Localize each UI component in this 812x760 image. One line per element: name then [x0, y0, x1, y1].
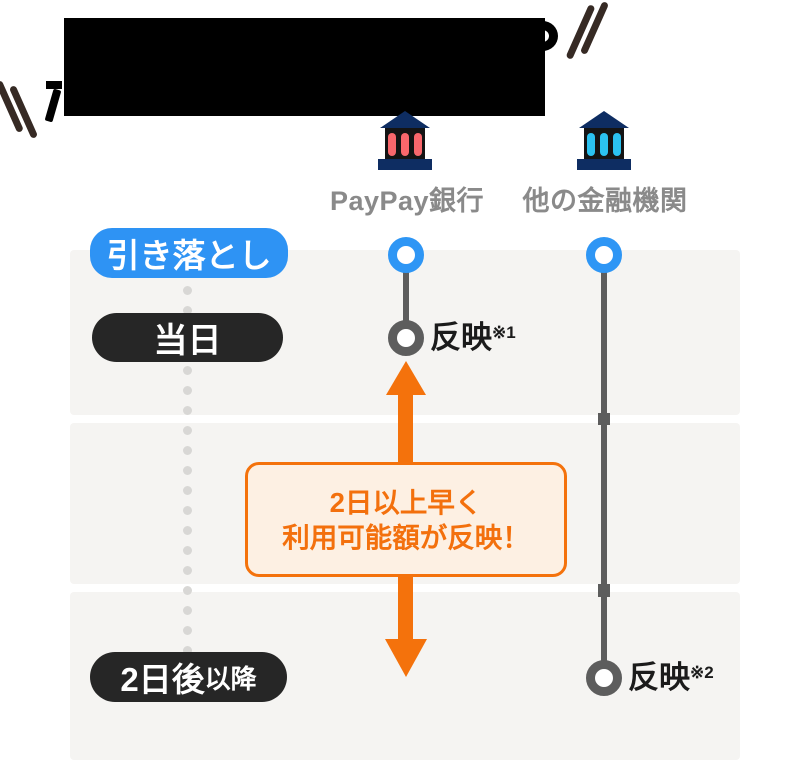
arrow-up-icon — [386, 361, 426, 395]
paypay-debit-node — [388, 237, 424, 273]
guide-dot — [183, 586, 192, 595]
bank-body — [385, 128, 425, 159]
two-days-later-main: 2日後 — [120, 661, 205, 698]
dotted-timeline-guide — [183, 286, 192, 656]
other-bank-icon — [577, 110, 631, 170]
reflect-footnote: ※2 — [690, 663, 714, 682]
two-days-later-pill: 2日後以降 — [90, 652, 287, 702]
other-bank-label: 他の金融機関 — [522, 186, 688, 216]
paypay-reflect-node — [388, 320, 424, 356]
callout-line1: 2日以上早く — [329, 486, 483, 518]
paypay-bank-label: PayPay銀行 — [329, 186, 485, 216]
other-reflect-label: 反映 ※2 — [628, 660, 714, 695]
other-debit-node — [586, 237, 622, 273]
reflect-footnote: ※1 — [492, 323, 516, 342]
arrow-shaft — [398, 394, 413, 464]
title-redaction-block — [64, 18, 545, 116]
guide-dot — [183, 286, 192, 295]
paypay-bank-icon — [378, 110, 432, 170]
bank-base — [577, 159, 631, 170]
bank-column — [388, 133, 396, 156]
guide-dot — [183, 466, 192, 475]
bank-body — [584, 128, 624, 159]
bank-column — [600, 133, 608, 156]
guide-dot — [183, 366, 192, 375]
guide-dot — [183, 386, 192, 395]
guide-dot — [183, 546, 192, 555]
debit-pill: 引き落とし — [90, 228, 288, 278]
reflect-text: 反映 — [430, 320, 492, 355]
guide-dot — [183, 606, 192, 615]
guide-dot — [183, 486, 192, 495]
reflect-text: 反映 — [628, 660, 690, 695]
other-reflect-node — [586, 660, 622, 696]
callout-line2: 利用可能額が反映！ — [282, 521, 530, 553]
guide-dot — [183, 506, 192, 515]
other-timeline-line — [601, 255, 607, 678]
paypay-timeline-line — [403, 255, 409, 338]
arrow-down-icon — [385, 639, 427, 677]
title-fragment-su-icon — [44, 88, 62, 123]
title-fragment-su-icon — [46, 81, 62, 89]
paypay-reflect-label: 反映 ※1 — [430, 320, 516, 355]
guide-dot — [183, 306, 192, 315]
guide-dot — [183, 646, 192, 655]
guide-dot — [183, 566, 192, 575]
bank-column — [401, 133, 409, 156]
bank-roof — [380, 111, 430, 128]
bank-base — [378, 159, 432, 170]
arrow-shaft — [398, 574, 413, 640]
benefit-callout: 2日以上早く 利用可能額が反映！ — [245, 462, 567, 577]
guide-dot — [183, 626, 192, 635]
guide-dot — [183, 426, 192, 435]
bank-column — [613, 133, 621, 156]
bank-roof — [579, 111, 629, 128]
guide-dot — [183, 406, 192, 415]
guide-dot — [183, 446, 192, 455]
bank-column — [587, 133, 595, 156]
timeline-joint — [598, 413, 610, 425]
timeline-joint — [598, 584, 610, 597]
guide-dot — [183, 526, 192, 535]
same-day-pill: 当日 — [92, 313, 283, 362]
bank-column — [414, 133, 422, 156]
two-days-later-suffix: 以降 — [204, 663, 257, 694]
